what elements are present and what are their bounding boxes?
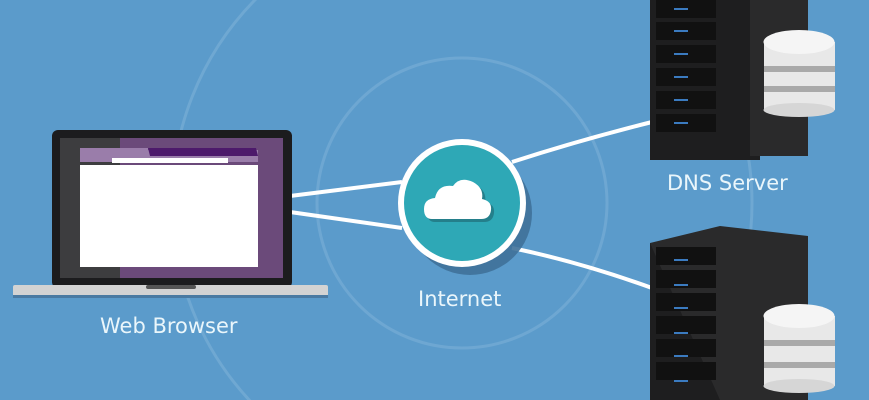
database-icon bbox=[763, 304, 835, 393]
cloud-icon bbox=[424, 179, 495, 222]
web-browser-label: Web Browser bbox=[100, 314, 238, 338]
server-rack-icon bbox=[650, 0, 808, 160]
dns-server-label: DNS Server bbox=[667, 171, 788, 195]
internet-label: Internet bbox=[418, 287, 502, 311]
internet-node bbox=[398, 139, 532, 275]
connection-lines bbox=[289, 120, 653, 290]
database-icon bbox=[763, 30, 835, 117]
laptop-icon bbox=[13, 130, 328, 298]
